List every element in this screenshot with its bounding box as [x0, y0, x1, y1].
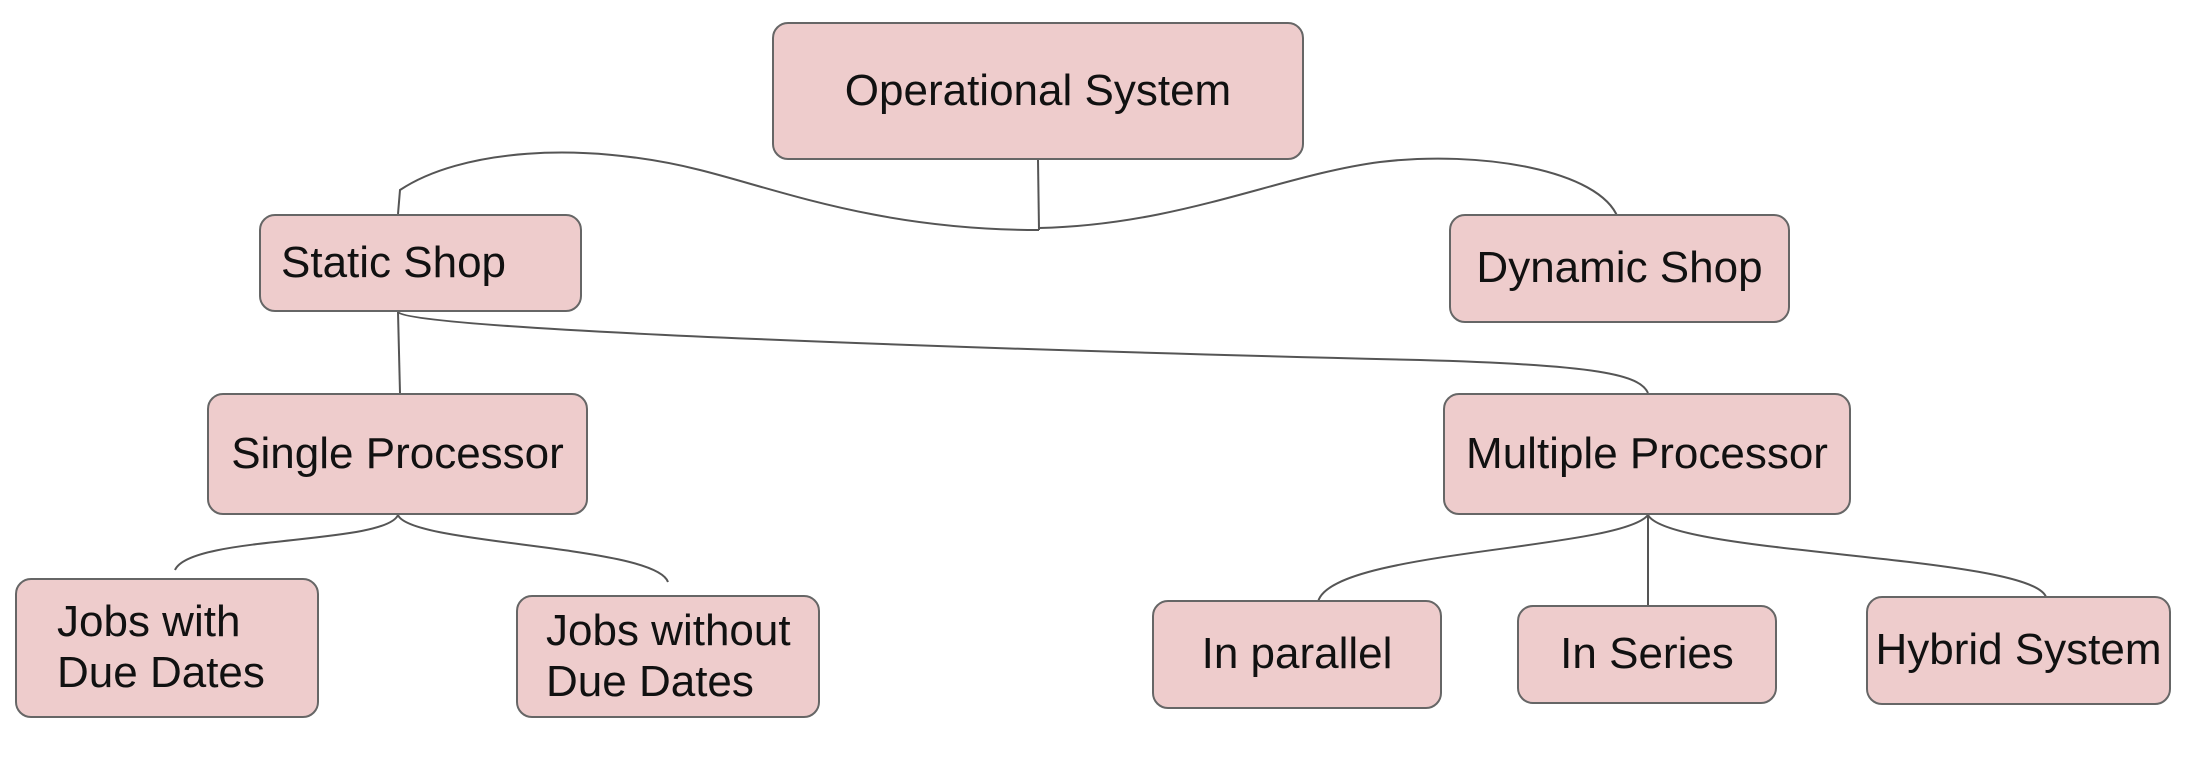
- node-dynamic-shop: Dynamic Shop: [1449, 214, 1790, 323]
- connector-single-to-jobs-without: [397, 514, 669, 583]
- node-hybrid-system: Hybrid System: [1866, 596, 2171, 705]
- connector-multiple-to-hybrid-system: [1647, 514, 2047, 598]
- node-multiple-processor: Multiple Processor: [1443, 393, 1851, 515]
- node-label: Single Processor: [231, 428, 564, 478]
- node-label-line-1: Jobs without: [546, 605, 791, 655]
- node-single-processor: Single Processor: [207, 393, 588, 515]
- node-in-parallel: In parallel: [1152, 600, 1442, 709]
- node-label: Multiple Processor: [1466, 428, 1828, 478]
- node-label: Static Shop: [281, 237, 507, 287]
- node-in-series: In Series: [1517, 605, 1777, 704]
- node-label: Hybrid System: [1875, 625, 2162, 675]
- node-label-line-2: Due Dates: [546, 656, 754, 706]
- node-label-line-1: Jobs with: [57, 597, 241, 647]
- node-jobs-with-due-dates: Jobs with Due Dates: [15, 578, 319, 718]
- node-label: Dynamic Shop: [1476, 243, 1763, 293]
- connector-single-to-jobs-with: [174, 514, 399, 571]
- connector-static-to-multiple-processor: [397, 311, 1649, 394]
- node-jobs-without-due-dates: Jobs without Due Dates: [516, 595, 820, 718]
- node-label-line-2: Due Dates: [57, 648, 265, 697]
- connector-multiple-to-in-parallel: [1317, 514, 1649, 603]
- node-label: Operational System: [844, 65, 1232, 115]
- node-operational-system: Operational System: [772, 22, 1304, 160]
- connector-static-to-single-processor: [397, 311, 401, 394]
- connector-root-to-static-shop: [397, 151, 1040, 231]
- node-label: In parallel: [1201, 629, 1393, 679]
- connector-root-stem: [1037, 159, 1040, 231]
- node-static-shop: Static Shop: [259, 214, 582, 312]
- node-label: In Series: [1560, 629, 1734, 679]
- connector-root-to-dynamic-shop: [1038, 157, 1619, 229]
